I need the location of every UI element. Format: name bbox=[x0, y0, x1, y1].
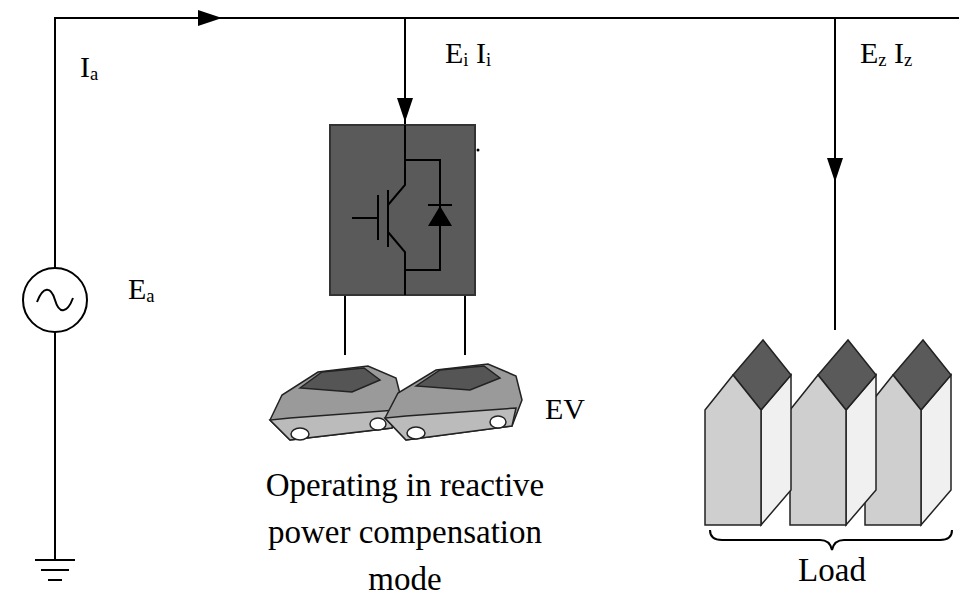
arrowhead bbox=[827, 158, 843, 182]
current-label: Ia bbox=[80, 50, 98, 84]
current-label: Ez Iz bbox=[860, 36, 912, 70]
diode-symbol bbox=[428, 206, 452, 226]
ev-label: EV bbox=[545, 392, 585, 425]
house bbox=[705, 340, 791, 525]
ground-symbol bbox=[35, 560, 75, 580]
igbt-symbol bbox=[352, 125, 452, 295]
supply-wire bbox=[55, 18, 959, 268]
sine-symbol bbox=[37, 290, 73, 311]
house bbox=[865, 340, 951, 525]
arrowhead bbox=[198, 10, 222, 26]
arrowheads bbox=[198, 10, 843, 182]
load-label: Load bbox=[798, 552, 866, 588]
brace bbox=[710, 530, 952, 550]
wires bbox=[55, 18, 959, 560]
ground-wire bbox=[54, 332, 56, 560]
voltage-label: Ea bbox=[128, 272, 155, 306]
inverter-box bbox=[330, 125, 475, 295]
ev-cars bbox=[270, 364, 522, 440]
inverter bbox=[330, 125, 480, 295]
ac-source bbox=[23, 268, 87, 332]
car bbox=[270, 366, 402, 440]
lead-wire bbox=[344, 295, 346, 355]
lead-wire bbox=[464, 295, 466, 355]
house bbox=[790, 340, 876, 525]
car bbox=[385, 364, 522, 440]
current-label: Ei Ii bbox=[445, 36, 491, 70]
mode-caption: Operating in reactive power compensation… bbox=[262, 462, 548, 603]
arrowhead bbox=[397, 98, 413, 122]
source-circle bbox=[23, 268, 87, 332]
load-houses bbox=[705, 340, 951, 525]
